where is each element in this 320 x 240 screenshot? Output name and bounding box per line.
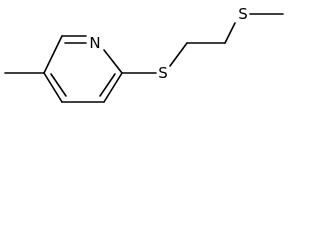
bond-double-inner-c4-c5 xyxy=(50,73,67,97)
bond-ring-c2-c3 xyxy=(103,72,123,103)
sulfur-atom-label-2: S xyxy=(238,5,248,23)
bond-ring-n-c2 xyxy=(103,49,123,74)
sulfur-atom-label-1: S xyxy=(158,64,168,82)
structure-canvas: N S S xyxy=(0,0,286,117)
nitrogen-atom-label: N xyxy=(89,34,100,52)
bond-s1-ch2 xyxy=(169,42,188,67)
bond-ring-c5-c6 xyxy=(43,35,63,74)
bond-ring-c4-c5 xyxy=(43,72,63,103)
molecule-diagram: N S S xyxy=(4,5,284,103)
bond-ch2-s2 xyxy=(224,22,236,44)
bond-double-inner-c2-c3 xyxy=(99,73,116,97)
